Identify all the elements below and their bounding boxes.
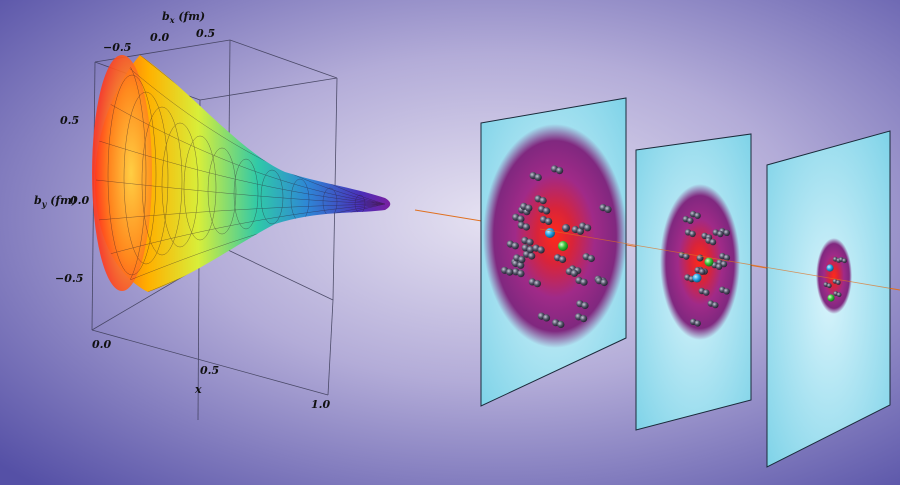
parton-dot <box>517 270 524 277</box>
bx-tick: 0.0 <box>150 31 169 44</box>
parton-dot <box>601 279 608 286</box>
parton-dot <box>571 270 578 277</box>
parton-dot <box>581 302 588 309</box>
parton-dot <box>525 205 532 212</box>
x-tick: 0.5 <box>200 364 219 377</box>
parton-dot <box>540 197 547 204</box>
parton-dot <box>538 246 545 253</box>
parton-dot <box>545 218 552 225</box>
parton-dot <box>556 167 563 174</box>
valence-quark <box>827 294 834 301</box>
panel-medium <box>636 134 751 430</box>
parton-dot <box>518 256 525 263</box>
parton-dot <box>712 302 718 308</box>
bx-tick: 0.5 <box>196 27 215 40</box>
parton-dot <box>836 280 841 285</box>
parton-dot <box>584 224 591 231</box>
valence-quark <box>693 274 702 283</box>
valence-quark <box>558 241 568 251</box>
valence-quark <box>562 224 570 232</box>
parton-dot <box>523 223 530 230</box>
x-axis-title: x <box>194 383 202 396</box>
valence-quark <box>545 228 555 238</box>
parton-dot <box>724 288 730 294</box>
x-tick: 1.0 <box>311 398 330 411</box>
parton-dot <box>724 230 730 236</box>
parton-dot <box>535 174 542 181</box>
parton-dot <box>689 231 695 237</box>
parton-dot <box>543 207 550 214</box>
parton-dot <box>512 242 519 249</box>
parton-dot <box>526 239 533 246</box>
parton-dot <box>580 279 587 286</box>
bx-axis-title: bx (fm) <box>162 10 205 25</box>
parton-dot <box>528 252 535 259</box>
valence-quark <box>705 258 714 267</box>
parton-dot <box>703 289 709 295</box>
valence-quark <box>826 264 833 271</box>
parton-dot <box>717 231 723 237</box>
parton-dot <box>827 283 832 288</box>
by-tick: 0.0 <box>70 194 89 207</box>
parton-dot <box>604 206 611 213</box>
parton-dot <box>710 239 716 245</box>
parton-dot <box>695 320 701 326</box>
x-tick: 0.0 <box>92 338 111 351</box>
parton-dot <box>699 269 705 275</box>
parton-dot <box>716 264 722 270</box>
by-tick: 0.5 <box>60 114 79 127</box>
by-tick: −0.5 <box>55 272 83 285</box>
parton-dot <box>580 315 587 322</box>
parton-dot <box>517 215 524 222</box>
parton-dot <box>842 258 847 263</box>
parton-dot <box>506 269 513 276</box>
parton-dot <box>687 218 693 224</box>
parton-dot <box>534 280 541 287</box>
parton-dot <box>837 292 842 297</box>
parton-dot <box>543 314 550 321</box>
parton-dot <box>557 321 564 328</box>
parton-dot <box>559 256 566 263</box>
bx-tick: −0.5 <box>103 41 131 54</box>
parton-dot <box>588 255 595 262</box>
parton-dot <box>694 213 700 219</box>
